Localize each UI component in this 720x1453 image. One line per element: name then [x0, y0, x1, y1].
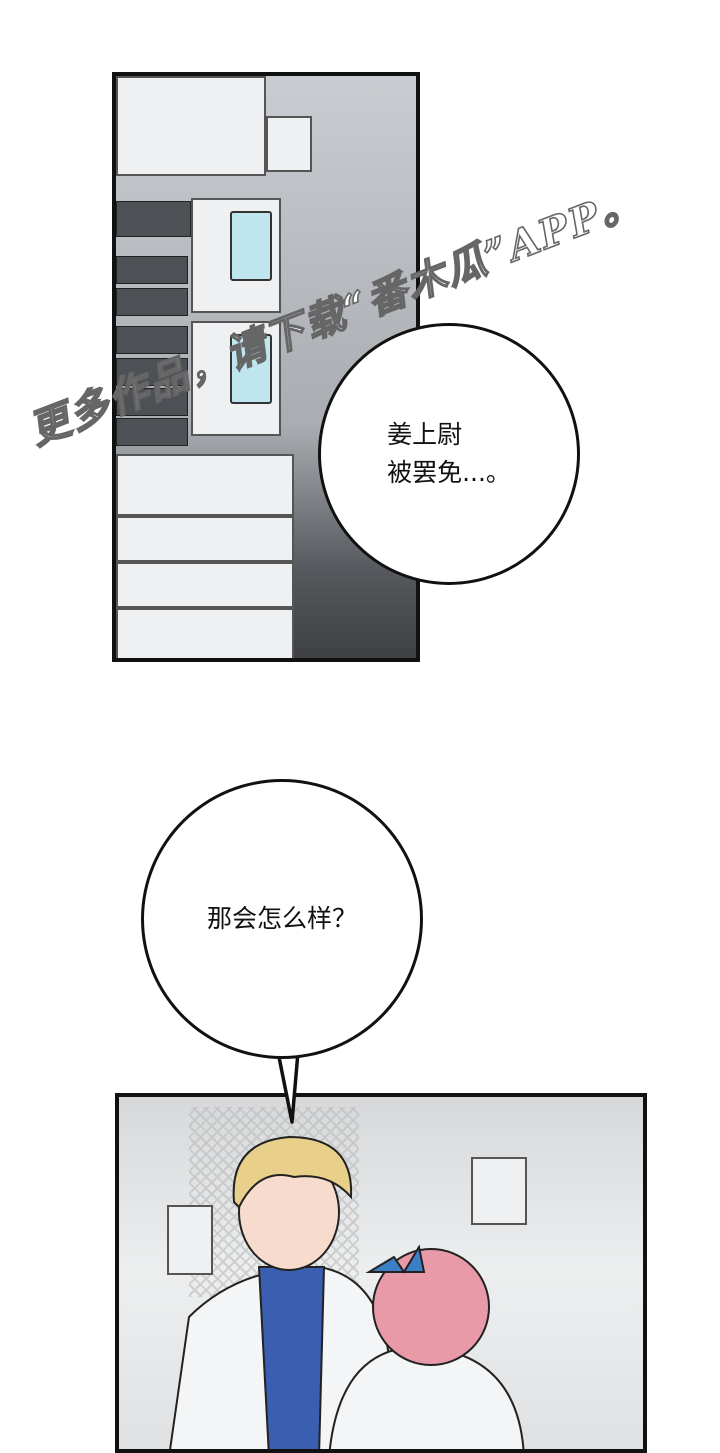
hair-blonde [232, 1135, 353, 1209]
incubator-window [230, 211, 272, 281]
comic-panel-characters [115, 1093, 647, 1453]
storage-drawer [116, 608, 294, 658]
speech-bubble-2: 那会怎么样？ [141, 779, 423, 1059]
drawer-unit [116, 358, 188, 386]
drawer-unit [116, 288, 188, 316]
blue-jacket [257, 1266, 326, 1449]
upper-cabinet [116, 76, 266, 176]
drawer-unit [116, 256, 188, 284]
hair-pink [372, 1248, 490, 1366]
speech-text-2: 那会怎么样？ [206, 904, 357, 933]
storage-drawer [116, 562, 294, 608]
hair-bow [365, 1244, 426, 1274]
drawer-unit [116, 326, 188, 354]
wall-junction-box [266, 116, 312, 172]
control-unit [116, 201, 191, 237]
wall-panel-box [471, 1157, 527, 1225]
drawer-unit [116, 388, 188, 416]
wall-panel-box [167, 1205, 213, 1275]
drawer-unit [116, 418, 188, 446]
storage-drawer [116, 454, 294, 516]
speech-bubble-1: 姜上尉 被罢免...。 [318, 323, 580, 585]
storage-drawer [116, 516, 294, 562]
speech-text-1: 姜上尉 被罢免...。 [387, 420, 511, 487]
characters-illustration [169, 1135, 525, 1449]
incubator-window [230, 334, 272, 404]
